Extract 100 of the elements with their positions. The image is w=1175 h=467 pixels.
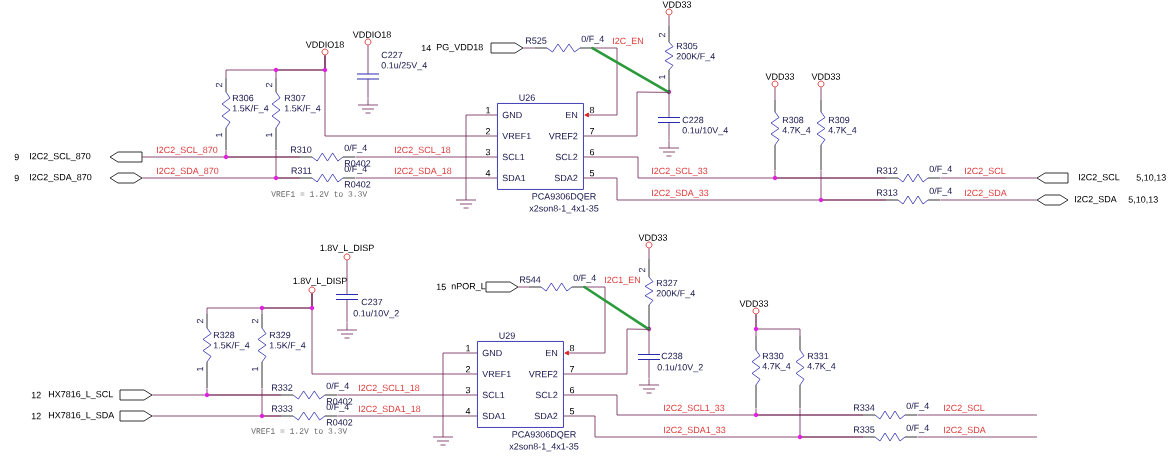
node-label: 1 bbox=[658, 74, 666, 79]
node-label: 8 bbox=[569, 344, 575, 352]
port-connector: I2C2_SDA 5,10,13 bbox=[1036, 194, 1158, 206]
resistor: R544 0/F_4 bbox=[520, 274, 596, 292]
node-label: 3 bbox=[485, 148, 491, 156]
wire bbox=[774, 87, 776, 101]
wire bbox=[940, 199, 1038, 201]
node-label: 5 bbox=[589, 170, 595, 177]
net-label: I2C2_SCL1_33 bbox=[664, 404, 725, 413]
resistor: R332 0/F_4 R0402 bbox=[272, 382, 353, 405]
ground-symbol bbox=[658, 147, 680, 157]
port-connector: 14 PG_VDD18 bbox=[421, 42, 524, 54]
port-connector: 12 HX7816_L_SDA bbox=[31, 410, 153, 422]
net-label: I2C2_SDA bbox=[965, 189, 1007, 198]
net-label: I2C2_SDA1_33 bbox=[664, 426, 726, 435]
wire bbox=[755, 314, 801, 337]
wire bbox=[648, 248, 650, 260]
resistor: R308 4.7K_4 bbox=[770, 99, 811, 171]
node-label: HX7816_L_SDA bbox=[48, 411, 115, 421]
wire bbox=[774, 170, 887, 179]
ground-symbol bbox=[432, 436, 454, 446]
net-label: I2C2_SCL bbox=[965, 167, 1006, 176]
node-label: HX7816_L_SCL bbox=[48, 390, 113, 400]
net-label: I2C2_SCL_33 bbox=[652, 167, 708, 176]
wire bbox=[275, 150, 301, 179]
wire bbox=[311, 293, 478, 375]
node-label: 3 bbox=[465, 386, 471, 394]
node-label: 2 bbox=[638, 267, 646, 273]
net-label: I2C2_SDA_33 bbox=[652, 189, 709, 198]
wire bbox=[584, 47, 618, 118]
wire bbox=[668, 140, 670, 149]
resistor: R525 0/F_4 bbox=[526, 35, 604, 53]
net-label: I2C2_SDA_870 bbox=[157, 167, 219, 176]
wire bbox=[917, 436, 1038, 438]
node-label: 8 bbox=[589, 106, 595, 114]
resistor: R335 0/F_4 bbox=[854, 424, 929, 442]
resistor: R313 0/F_4 bbox=[877, 187, 952, 205]
node-label: R327 bbox=[656, 279, 678, 287]
capacitor: C228 0.1u/10V_4 bbox=[657, 99, 728, 141]
wire bbox=[337, 394, 478, 396]
node-label: 12 bbox=[31, 412, 41, 420]
capacitor: C227 0.1u/25V_4 bbox=[356, 51, 427, 99]
node-label: PCA9306DQER bbox=[512, 431, 576, 440]
resistor: R309 4.7K_4 bbox=[816, 99, 857, 171]
node-label: 2 bbox=[658, 32, 666, 38]
note-text: VREF1 = 1.2V to 3.3V bbox=[271, 191, 368, 197]
net-label: I2C2_SCL_18 bbox=[395, 146, 451, 155]
wire bbox=[517, 286, 530, 288]
wire bbox=[820, 87, 822, 101]
wire bbox=[261, 388, 282, 417]
resistor: 2 R328 1.5K/F_4 1 bbox=[196, 313, 250, 389]
node-label: I2C2_SDA_870 bbox=[30, 173, 92, 183]
node-label: 9 bbox=[14, 174, 19, 182]
node-label: U26 bbox=[519, 94, 535, 101]
wire bbox=[442, 352, 478, 438]
net-label: I2C2_SDA bbox=[944, 426, 986, 435]
wire bbox=[917, 414, 1038, 416]
port-connector: 9 I2C2_SCL_870 bbox=[14, 151, 143, 163]
resistor: R310 0/F_4 R0402 bbox=[291, 144, 371, 167]
node-label: 7 bbox=[569, 366, 575, 373]
wire bbox=[346, 260, 348, 273]
wire bbox=[324, 55, 498, 137]
wire bbox=[564, 286, 606, 356]
resistor: R331 4.7K_4 bbox=[795, 335, 836, 409]
node-label: 5,10,13 bbox=[1128, 196, 1158, 204]
node-label: 6 bbox=[589, 148, 595, 156]
node-label: 1 bbox=[486, 107, 491, 114]
net-label: I2C1_EN bbox=[605, 276, 640, 285]
node-label: 200K/F_4 bbox=[656, 289, 695, 299]
wire bbox=[522, 47, 536, 49]
node-label: nPOR_L bbox=[451, 282, 486, 292]
node-label: PG_VDD18 bbox=[436, 43, 483, 53]
wire bbox=[225, 150, 301, 158]
wire bbox=[367, 98, 369, 106]
port-connector: 12 HX7816_L_SCL bbox=[31, 389, 153, 401]
node-label: 7 bbox=[589, 128, 595, 135]
node-label: 4 bbox=[485, 170, 491, 177]
wire bbox=[367, 45, 369, 56]
node-label: 5 bbox=[569, 408, 575, 415]
ground-symbol bbox=[455, 199, 477, 209]
node-label: 5,10,13 bbox=[1136, 174, 1166, 182]
wire bbox=[355, 156, 498, 158]
node-label: 14 bbox=[421, 44, 431, 52]
net-label: I2C2_SCL1_18 bbox=[359, 384, 420, 393]
ic-chip: U29 1 GND 8 EN 2 VREF1 7 VREF2 3 SCL1 6 SCL2 4 SDA1 5 SDA2 PCA9306DQER x2son8-1_4x1-35 bbox=[465, 332, 579, 452]
node-label: x2son8-1_4x1-35 bbox=[509, 443, 579, 452]
wire bbox=[591, 46, 671, 94]
wire bbox=[648, 329, 650, 337]
resistor: R330 4.7K_4 bbox=[751, 335, 791, 409]
node-label: 2 bbox=[485, 128, 491, 135]
ground-symbol bbox=[638, 384, 660, 394]
wire bbox=[583, 285, 651, 331]
node-label: 200K/F_4 bbox=[676, 52, 715, 62]
node-label: 4 bbox=[465, 408, 471, 415]
net-label: I2C2_SCL_870 bbox=[157, 146, 218, 155]
port-connector: 15 nPOR_L bbox=[436, 281, 519, 293]
wire bbox=[668, 92, 670, 101]
resistor: R334 0/F_4 bbox=[854, 402, 929, 420]
net-label: I2C2_SDA1_18 bbox=[359, 405, 421, 414]
node-label: I2C2_SCL_870 bbox=[30, 152, 91, 162]
